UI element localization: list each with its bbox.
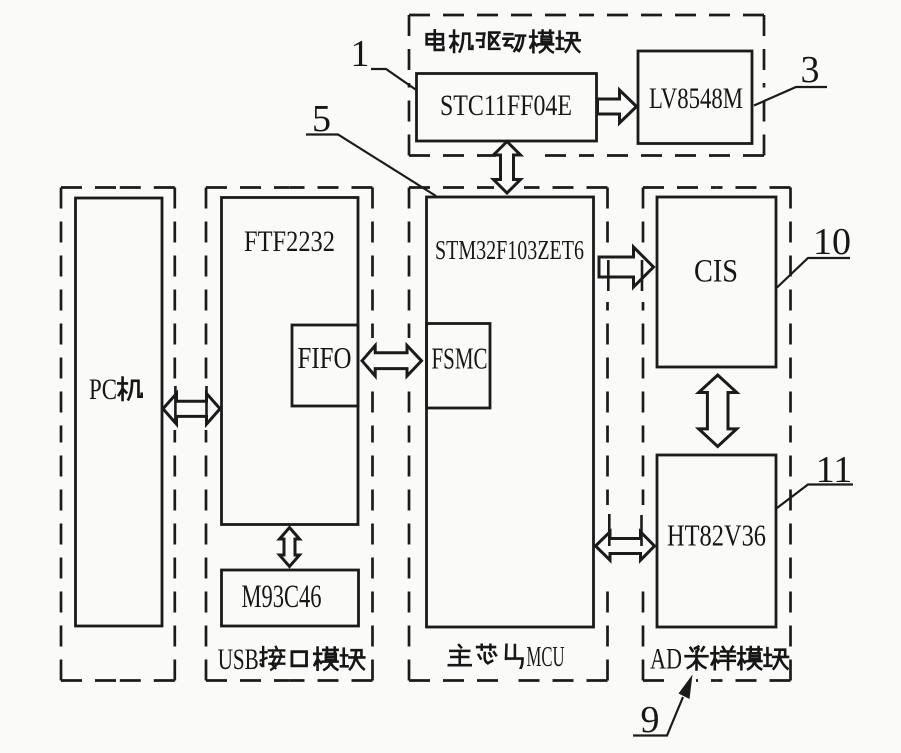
svg-text:LV8548M: LV8548M xyxy=(649,82,743,115)
svg-text:PC: PC xyxy=(89,373,117,406)
svg-text:AD: AD xyxy=(650,643,682,676)
svg-text:STM32F103ZET6: STM32F103ZET6 xyxy=(435,235,584,265)
svg-text:1: 1 xyxy=(351,33,370,75)
svg-text:USB: USB xyxy=(218,643,259,676)
svg-text:M93C46: M93C46 xyxy=(242,579,322,615)
svg-text:3: 3 xyxy=(801,49,820,91)
svg-text:CIS: CIS xyxy=(694,254,738,290)
svg-text:MCU: MCU xyxy=(527,642,565,673)
svg-text:10: 10 xyxy=(813,221,851,263)
svg-text:9: 9 xyxy=(641,699,660,741)
svg-text:5: 5 xyxy=(312,98,331,140)
svg-text:HT82V36: HT82V36 xyxy=(667,518,766,553)
svg-text:FTF2232: FTF2232 xyxy=(244,225,335,258)
svg-text:FIFO: FIFO xyxy=(298,340,352,375)
svg-text:STC11FF04E: STC11FF04E xyxy=(440,89,572,122)
svg-text:FSMC: FSMC xyxy=(432,341,488,376)
svg-text:11: 11 xyxy=(816,449,853,491)
